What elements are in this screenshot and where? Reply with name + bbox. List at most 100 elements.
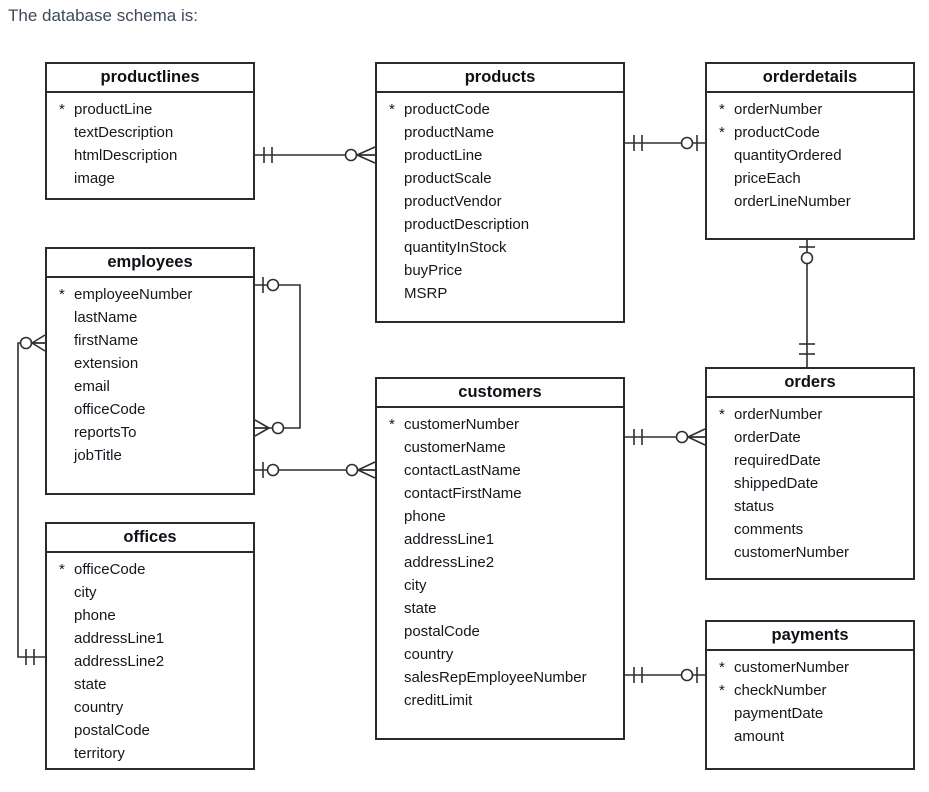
field-name: quantityInStock [404, 239, 507, 256]
field-name: customerNumber [734, 544, 850, 561]
field-name: employeeNumber [74, 286, 193, 303]
primary-key-marker: * [389, 101, 395, 118]
field-name: paymentDate [734, 705, 824, 722]
field-employees-email: email [59, 375, 247, 398]
table-products: products * productCode productName productL… [375, 62, 625, 323]
primary-key-marker: * [389, 416, 395, 433]
field-name: productLine [74, 101, 153, 118]
field-orders-shippedDate: shippedDate [719, 472, 907, 495]
table-title-products: products [377, 64, 623, 93]
field-customers-phone: phone [389, 505, 617, 528]
field-name: orderNumber [734, 406, 823, 423]
field-customers-customerName: customerName [389, 436, 617, 459]
entity-fields: * productCode productName productLine produc… [377, 93, 623, 305]
field-name: addressLine2 [404, 554, 495, 571]
field-customers-contactLastName: contactLastName [389, 459, 617, 482]
table-title-payments: payments [707, 622, 913, 651]
field-name: productVendor [404, 193, 502, 210]
field-name: extension [74, 355, 139, 372]
field-name: customerName [404, 439, 506, 456]
primary-key-marker: * [59, 561, 65, 578]
field-payments-customerNumber: *customerNumber [719, 656, 907, 679]
field-name: country [404, 646, 454, 663]
primary-key-marker: * [719, 406, 725, 423]
field-name: contactLastName [404, 462, 521, 479]
field-name: lastName [74, 309, 138, 326]
field-name: productCode [404, 101, 490, 118]
field-employees-firstName: firstName [59, 329, 247, 352]
field-employees-officeCode: officeCode [59, 398, 247, 421]
entity-fields: * customerNumber customerName contactLastNa… [377, 408, 623, 712]
field-name: htmlDescription [74, 147, 178, 164]
zero-circle [266, 463, 280, 477]
field-name: state [404, 600, 437, 617]
many-crowfoot-icon [254, 419, 270, 437]
field-offices-addressLine1: addressLine1 [59, 627, 247, 650]
field-orders-requiredDate: requiredDate [719, 449, 907, 472]
field-orders-comments: comments [719, 518, 907, 541]
field-payments-checkNumber: *checkNumber [719, 679, 907, 702]
field-name: addressLine1 [74, 630, 165, 647]
field-orders-customerNumber: customerNumber [719, 541, 907, 564]
many-crowfoot-icon [356, 146, 376, 164]
field-name: requiredDate [734, 452, 821, 469]
field-products-productDescription: productDescription [389, 213, 617, 236]
field-productlines-textDescription: textDescription [59, 121, 247, 144]
primary-key-marker: * [719, 124, 725, 141]
field-name: city [74, 584, 97, 601]
field-offices-phone: phone [59, 604, 247, 627]
field-orderdetails-quantityOrdered: quantityOrdered [719, 144, 907, 167]
relationship-orderdetails-orders [799, 240, 815, 367]
table-title-orders: orders [707, 369, 913, 398]
zero-circle [800, 251, 814, 265]
field-name: reportsTo [74, 424, 137, 441]
field-products-productLine: productLine [389, 144, 617, 167]
field-products-productName: productName [389, 121, 617, 144]
field-products-productCode: * productCode [389, 98, 617, 121]
field-name: postalCode [74, 722, 150, 739]
field-name: amount [734, 728, 785, 745]
field-payments-amount: amount [719, 725, 907, 748]
relationship-products-orderdetails [625, 135, 705, 151]
zero-circle [19, 336, 33, 350]
field-name: priceEach [734, 170, 801, 187]
field-name: status [734, 498, 775, 515]
field-name: productLine [404, 147, 483, 164]
field-name: orderLineNumber [734, 193, 851, 210]
field-orders-status: status [719, 495, 907, 518]
relationship-employees-customers [255, 461, 376, 479]
field-name: buyPrice [404, 262, 463, 279]
field-orderdetails-productCode: * productCode [719, 121, 907, 144]
field-name: city [404, 577, 427, 594]
field-name: productCode [734, 124, 820, 141]
field-customers-creditLimit: creditLimit [389, 689, 617, 712]
field-name: checkNumber [734, 682, 827, 699]
field-name: customerNumber [734, 659, 850, 676]
field-customers-customerNumber: * customerNumber [389, 413, 617, 436]
relationship-employees-reportsTo [254, 277, 301, 437]
field-name: contactFirstName [404, 485, 522, 502]
relationship-customers-orders [625, 428, 706, 446]
field-name: addressLine1 [404, 531, 495, 548]
field-name: productName [404, 124, 495, 141]
zero-circle [680, 668, 694, 682]
field-offices-city: city [59, 581, 247, 604]
field-customers-postalCode: postalCode [389, 620, 617, 643]
table-orders: orders * orderNumber orderDate requiredDate… [705, 367, 915, 580]
field-productlines-image: image [59, 167, 247, 190]
table-title-customers: customers [377, 379, 623, 408]
zero-circle [271, 421, 285, 435]
primary-key-marker: * [719, 101, 725, 118]
field-employees-jobTitle: jobTitle [59, 444, 247, 467]
field-orderdetails-orderNumber: *orderNumber [719, 98, 907, 121]
entity-fields: *customerNumber*checkNumber paymentDate am… [707, 651, 913, 748]
field-payments-paymentDate: paymentDate [719, 702, 907, 725]
field-name: customerNumber [404, 416, 520, 433]
field-productlines-productLine: *productLine [59, 98, 247, 121]
field-customers-addressLine1: addressLine1 [389, 528, 617, 551]
field-name: productScale [404, 170, 492, 187]
field-name: orderDate [734, 429, 801, 446]
